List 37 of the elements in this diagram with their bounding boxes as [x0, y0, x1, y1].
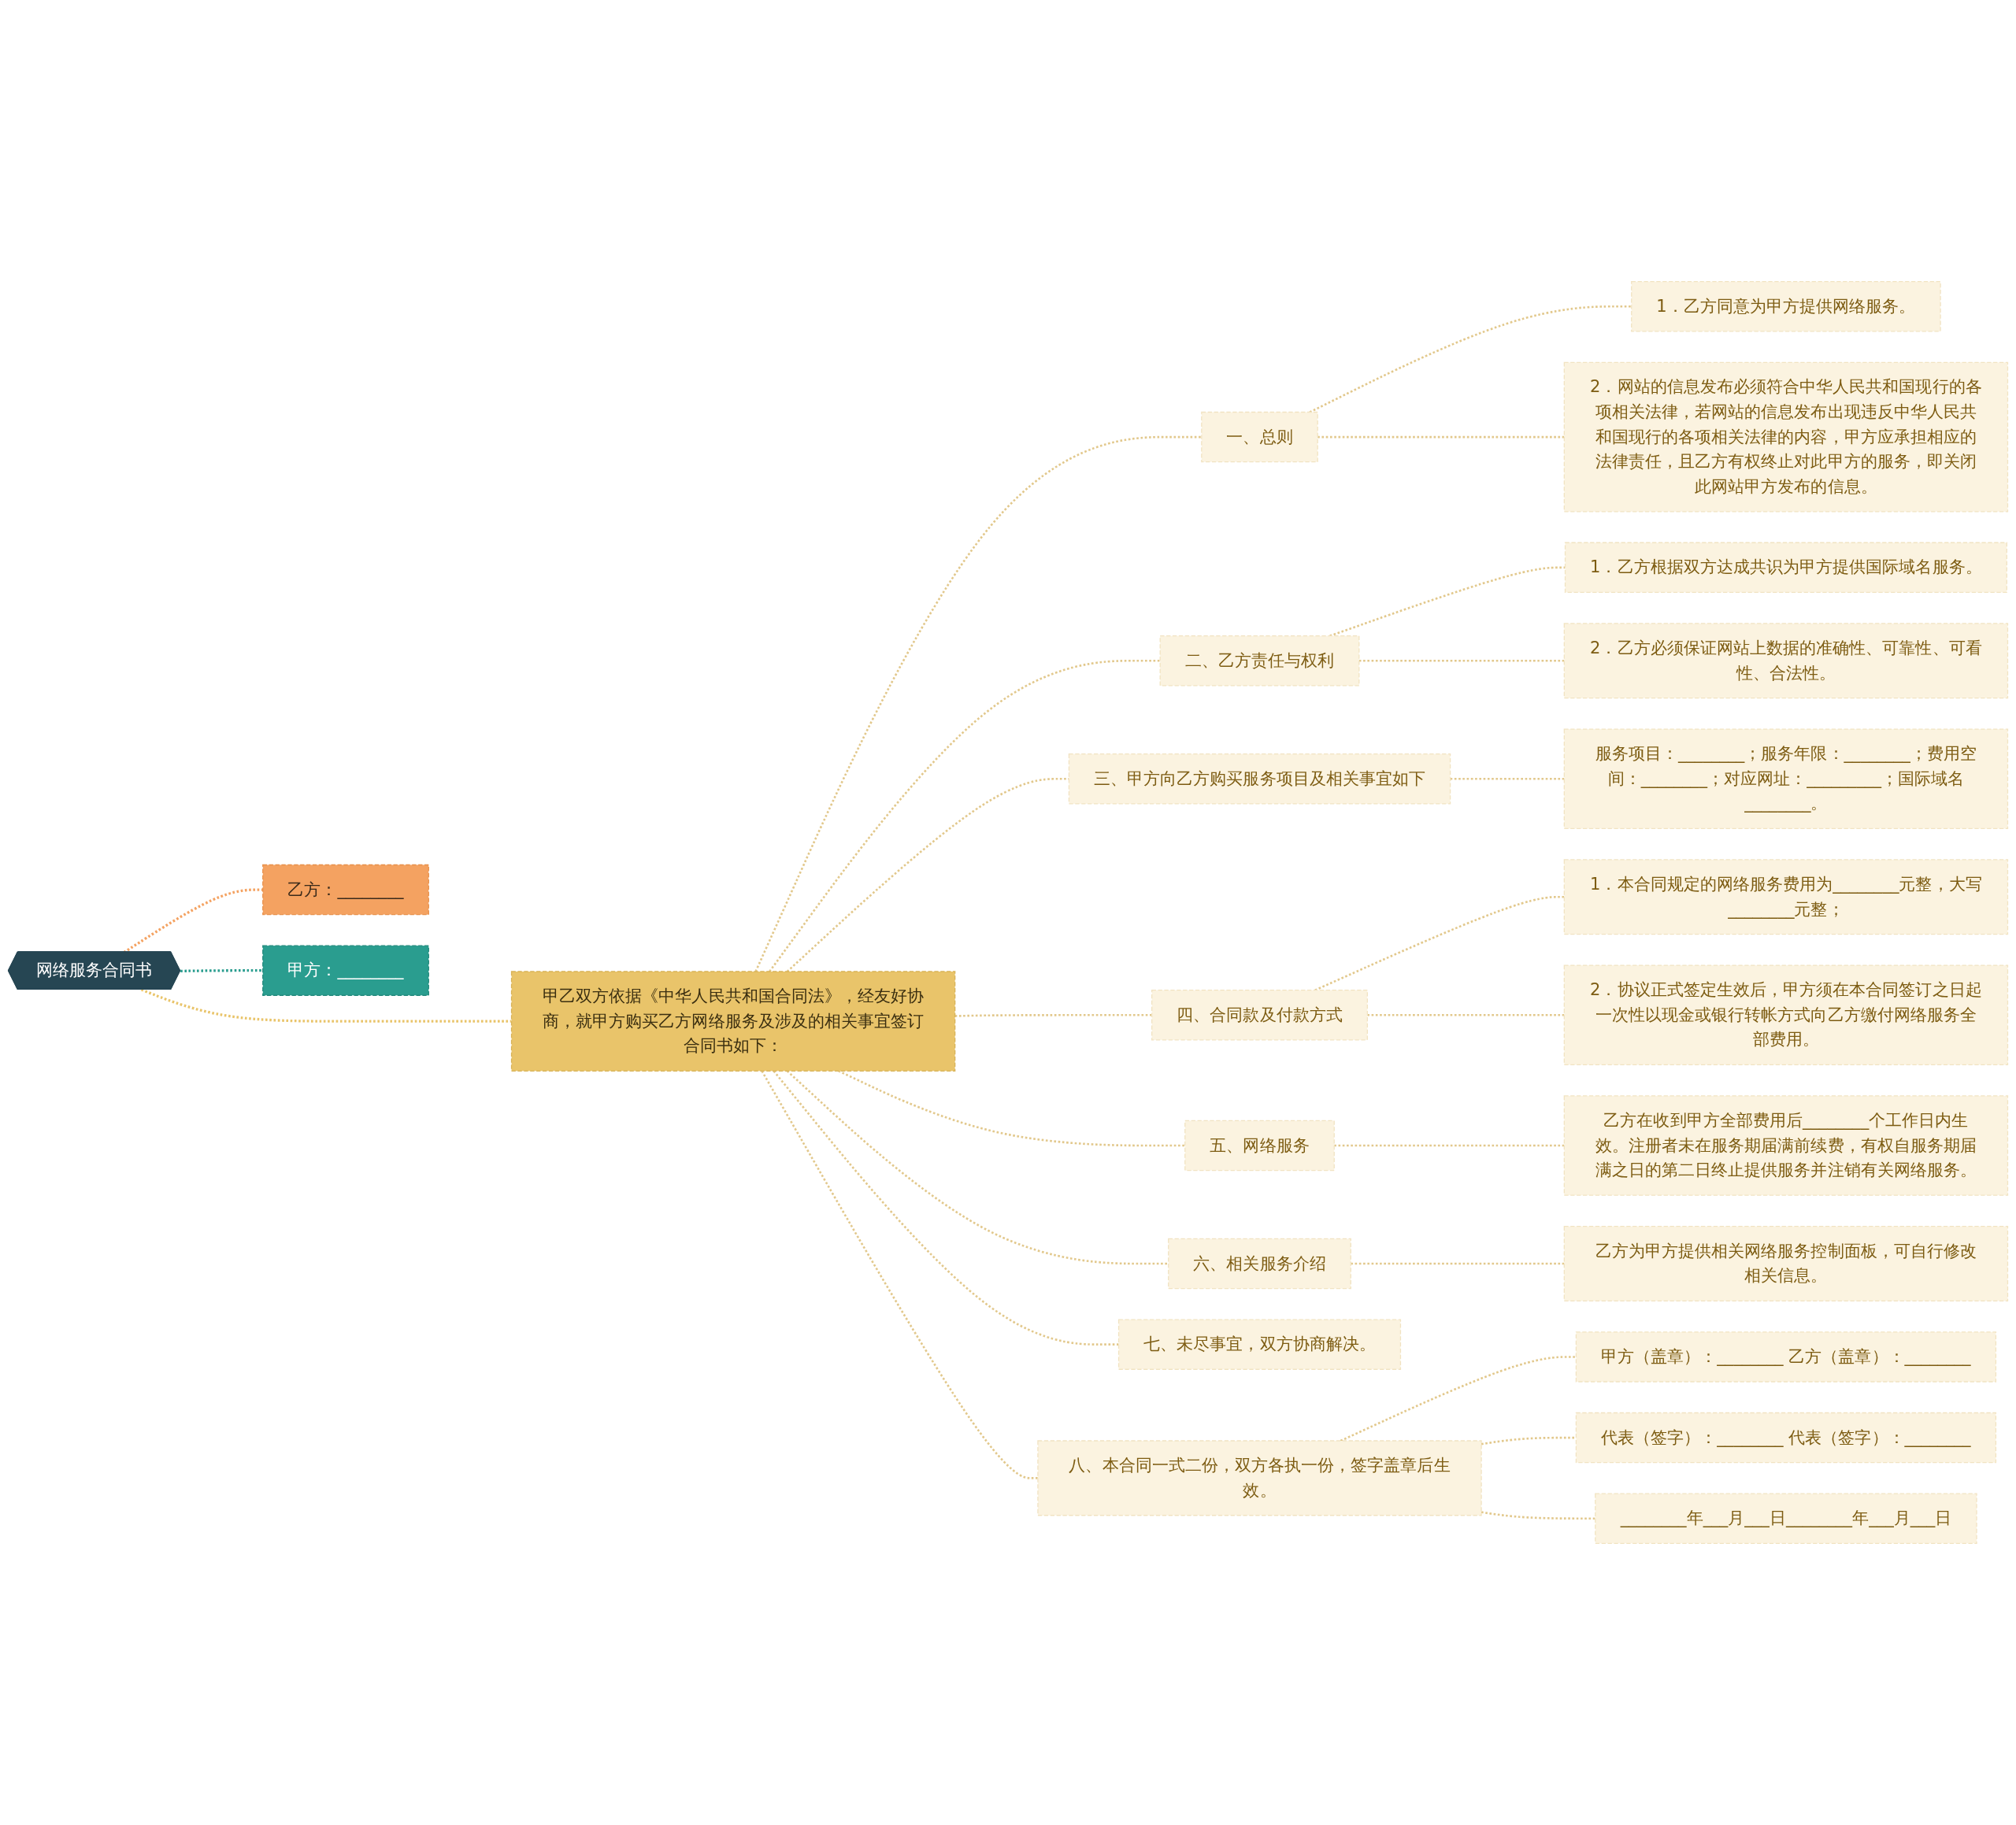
connector: [1358, 659, 1565, 662]
node-box: 2．协议正式签定生效后，甲方须在本合同签订之日起一次性以现金或银行转帐方式向乙方缴付网络服务全部费用。: [1563, 964, 2009, 1066]
node-box: 乙方在收到甲方全部费用后________个工作日内生效。注册者未在服务期届满前续费，有权自服务期届满之日的第二日终止提供服务并注销有关网络服务。: [1563, 1095, 2009, 1196]
connector: [1450, 777, 1565, 780]
connector: [1309, 305, 1632, 413]
node-box: 服务项目：________；服务年限：________；费用空间：________；对应网址：_________；国际域名________。: [1563, 728, 2009, 830]
node-box: 1．乙方同意为甲方提供网络服务。: [1631, 281, 1941, 332]
connector: [954, 1013, 1152, 1017]
connector: [180, 969, 263, 972]
connector: [1480, 1436, 1577, 1446]
connector: [786, 1070, 1169, 1265]
node-box: 甲方：________: [262, 945, 429, 996]
node-box: 三、甲方向乙方购买服务项目及相关事宜如下: [1068, 753, 1451, 805]
node-box: ________年___月___日________年___月___日: [1595, 1493, 1977, 1544]
node-box: 六、相关服务介绍: [1168, 1238, 1351, 1290]
connector: [1314, 895, 1565, 991]
node-box: 一、总则: [1201, 411, 1318, 463]
node-box: 乙方：________: [262, 864, 429, 916]
node-box: 五、网络服务: [1184, 1120, 1335, 1172]
node-box: 四、合同款及付款方式: [1151, 990, 1368, 1041]
connector: [769, 659, 1161, 972]
node-box: 七、未尽事宜，双方协商解决。: [1117, 1319, 1402, 1370]
node-box: 1．乙方根据双方达成共识为甲方提供国际域名服务。: [1564, 542, 2007, 594]
connector: [1340, 1356, 1577, 1442]
connector: [1480, 1511, 1595, 1520]
node-box: 二、乙方责任与权利: [1159, 635, 1360, 687]
node-box: 2．乙方必须保证网站上数据的准确性、可靠性、可看性、合法性。: [1563, 623, 2009, 699]
node-box: 甲乙双方依据《中华人民共和国合同法》，经友好协商，就甲方购买乙方网络服务及涉及的相关事宜签订合同书如下：: [510, 971, 956, 1072]
node-box: 甲方（盖章）：________ 乙方（盖章）：________: [1575, 1331, 1997, 1383]
connector: [754, 435, 1202, 972]
node-box: 1．本合同规定的网络服务费用为________元整，大写________元整；: [1563, 859, 2009, 935]
node-box: 八、本合同一式二份，双方各执一份，签字盖章后生效。: [1037, 1440, 1482, 1516]
connector: [838, 1070, 1185, 1147]
connector: [1351, 1262, 1565, 1265]
node-box: 2．网站的信息发布必须符合中华人民共和国现行的各项相关法律，若网站的信息发布出现违反中华人民共和国现行的各项相关法律的内容，甲方应承担相应的法律责任，且乙方有权终止对此甲方的服务，即关闭此网站甲方发布的信息。: [1563, 361, 2009, 513]
node-box: 乙方为甲方提供相关网络服务控制面板，可自行修改相关信息。: [1563, 1226, 2009, 1302]
node-box: 代表（签字）：________ 代表（签字）：________: [1575, 1412, 1997, 1464]
